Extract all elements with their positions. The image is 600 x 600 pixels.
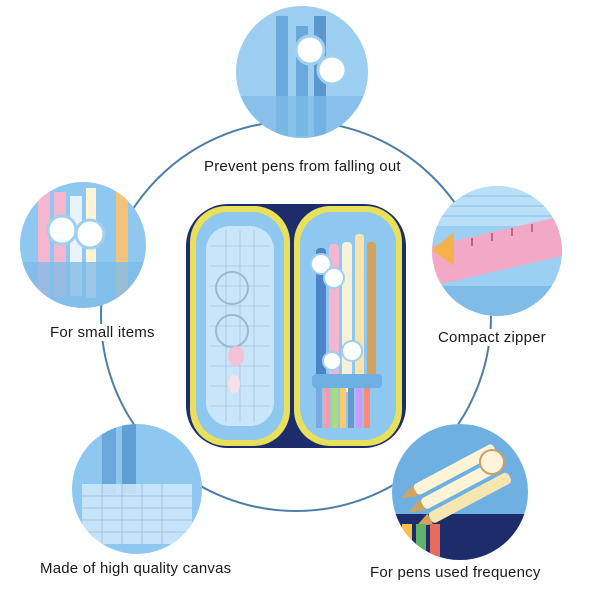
caption-compact-zipper: Compact zipper: [434, 329, 550, 346]
detail-photo-top: [236, 6, 368, 138]
caption-small-items: For small items: [46, 324, 159, 341]
detail-photo-left: [20, 182, 146, 308]
pencil-case-photo: [176, 196, 416, 456]
detail-photo-bottom-left: [72, 424, 202, 554]
detail-photo-bottom-right: [392, 424, 528, 560]
caption-pens-frequency: For pens used frequency: [366, 564, 545, 581]
caption-prevent-pens: Prevent pens from falling out: [200, 158, 405, 175]
detail-photo-right: [432, 186, 562, 316]
caption-canvas: Made of high quality canvas: [36, 560, 236, 577]
